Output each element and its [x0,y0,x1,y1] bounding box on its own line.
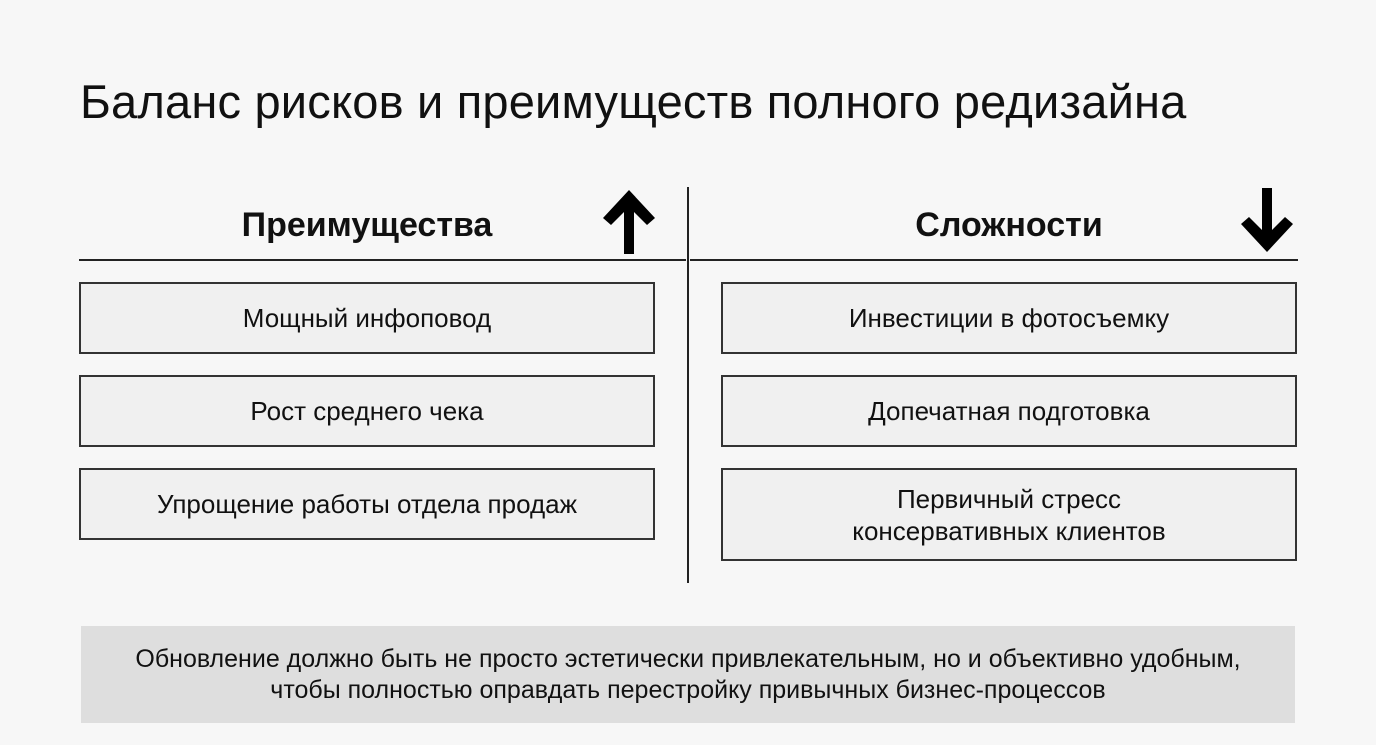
advantage-item: Упрощение работы отдела продаж [79,468,655,540]
advantage-item: Мощный инфоповод [79,282,655,354]
advantage-item: Рост среднего чека [79,375,655,447]
advantages-header: Преимущества [241,206,493,244]
arrow-up-icon [603,190,655,254]
page-title: Баланс рисков и преимуществ полного реди… [80,75,1187,128]
challenges-divider [690,259,1298,261]
challenge-item: Первичный стресс консервативных клиентов [721,468,1297,561]
arrow-down-icon [1241,188,1293,252]
center-divider [687,187,689,583]
challenge-item: Инвестиции в фотосъемку [721,282,1297,354]
challenge-item: Допечатная подготовка [721,375,1297,447]
challenges-header: Сложности [915,206,1103,244]
conclusion-note: Обновление должно быть не просто эстетич… [81,626,1295,723]
advantages-divider [79,259,686,261]
